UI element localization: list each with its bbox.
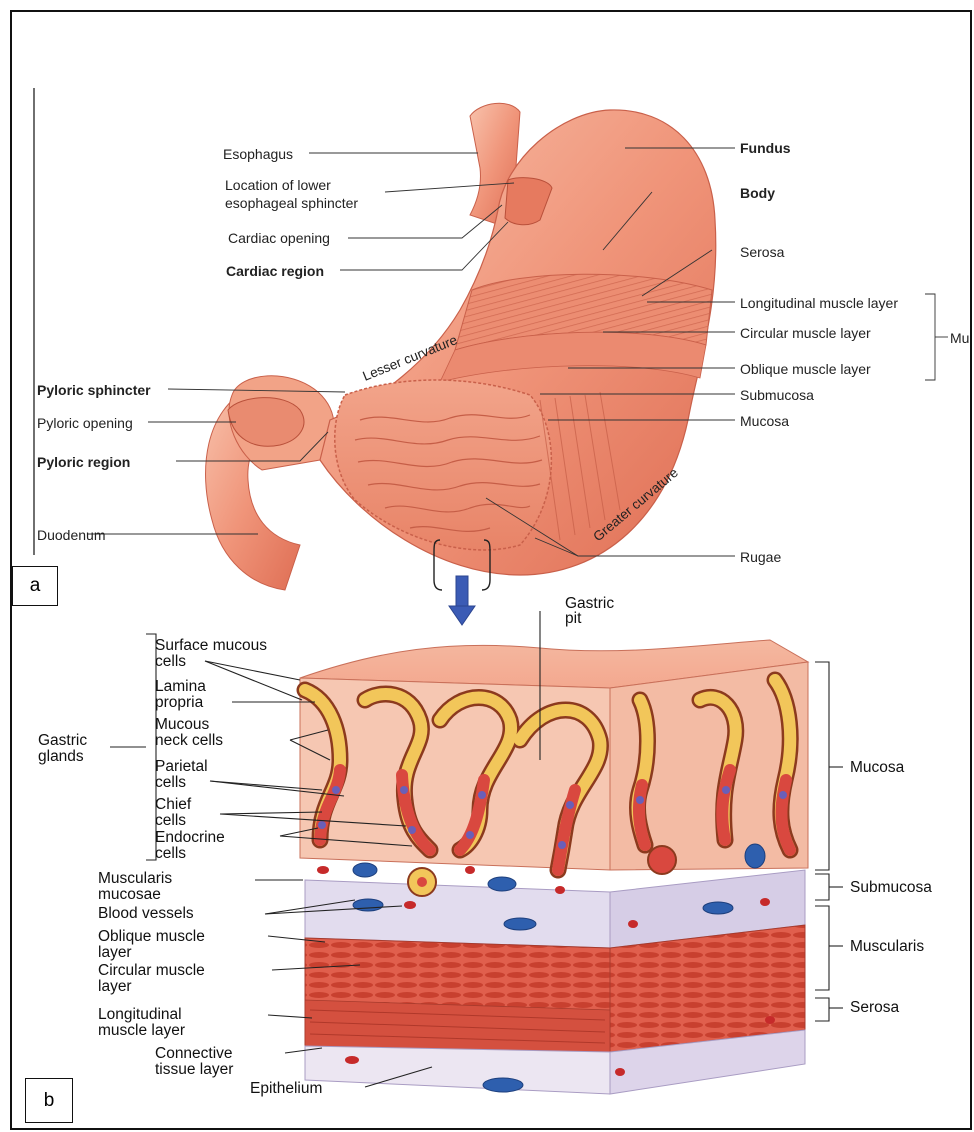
label-circular-1: Circular muscle xyxy=(98,963,205,979)
label-les-line1: Location of lower xyxy=(225,177,331,193)
label-muscularis-b: Muscularis xyxy=(850,939,972,955)
label-circular-2: layer xyxy=(98,979,132,995)
label-mucosa-b: Mucosa xyxy=(850,760,904,776)
label-connective-2: tissue layer xyxy=(155,1062,233,1078)
label-endocrine-2: cells xyxy=(155,846,186,862)
label-cardiac-opening: Cardiac opening xyxy=(228,230,330,246)
label-longitudinal-2: muscle layer xyxy=(98,1023,185,1039)
label-cardiac-region: Cardiac region xyxy=(226,263,324,279)
label-esophagus: Esophagus xyxy=(223,146,293,162)
label-lamina-2: propria xyxy=(155,695,203,711)
label-oblique-2: layer xyxy=(98,945,132,961)
label-pyloric-sphincter: Pyloric sphincter xyxy=(37,382,151,398)
label-rugae: Rugae xyxy=(740,549,781,565)
label-fundus: Fundus xyxy=(740,140,791,156)
label-epithelium: Epithelium xyxy=(250,1081,322,1097)
label-gastric-pit-2: pit xyxy=(565,611,581,627)
label-pyloric-region: Pyloric region xyxy=(37,454,130,470)
label-mucosa-a: Mucosa xyxy=(740,413,789,429)
zoom-arrow xyxy=(449,576,475,625)
label-endocrine-1: Endocrine xyxy=(155,830,225,846)
label-les-line2: esophageal sphincter xyxy=(225,195,358,211)
label-parietal-2: cells xyxy=(155,775,186,791)
label-surface-mucous-2: cells xyxy=(155,654,186,670)
label-surface-mucous-1: Surface mucous xyxy=(155,638,267,654)
label-connective-1: Connective xyxy=(155,1046,233,1062)
label-longitudinal-1: Longitudinal xyxy=(98,1007,182,1023)
label-longitudinal-a: Longitudinal muscle layer xyxy=(740,295,898,311)
label-submucosa-a: Submucosa xyxy=(740,387,814,403)
label-muscularis-mucosae-2: mucosae xyxy=(98,887,161,903)
label-oblique-a: Oblique muscle layer xyxy=(740,361,871,377)
label-oblique-1: Oblique muscle xyxy=(98,929,205,945)
label-lamina-1: Lamina xyxy=(155,679,206,695)
label-mucous-neck-1: Mucous xyxy=(155,717,209,733)
label-gastric-glands-1: Gastric xyxy=(38,733,87,749)
label-blood-vessels: Blood vessels xyxy=(98,906,194,922)
label-chief-2: cells xyxy=(155,813,186,829)
label-gastric-glands-2: glands xyxy=(38,749,84,765)
label-parietal-1: Parietal xyxy=(155,759,208,775)
label-serosa-b: Serosa xyxy=(850,1000,899,1016)
label-circular-a: Circular muscle layer xyxy=(740,325,871,341)
label-chief-1: Chief xyxy=(155,797,191,813)
label-serosa-a: Serosa xyxy=(740,244,784,260)
label-mucous-neck-2: neck cells xyxy=(155,733,223,749)
panel-a-tag: a xyxy=(12,566,58,606)
label-duodenum: Duodenum xyxy=(37,527,106,543)
label-pyloric-opening: Pyloric opening xyxy=(37,415,133,431)
label-submucosa-b: Submucosa xyxy=(850,880,972,896)
label-muscularis-mucosae-1: Muscularis xyxy=(98,871,172,887)
label-muscle-group: Mu xyxy=(950,330,969,346)
label-body: Body xyxy=(740,185,775,201)
panel-b-tag: b xyxy=(25,1078,73,1123)
